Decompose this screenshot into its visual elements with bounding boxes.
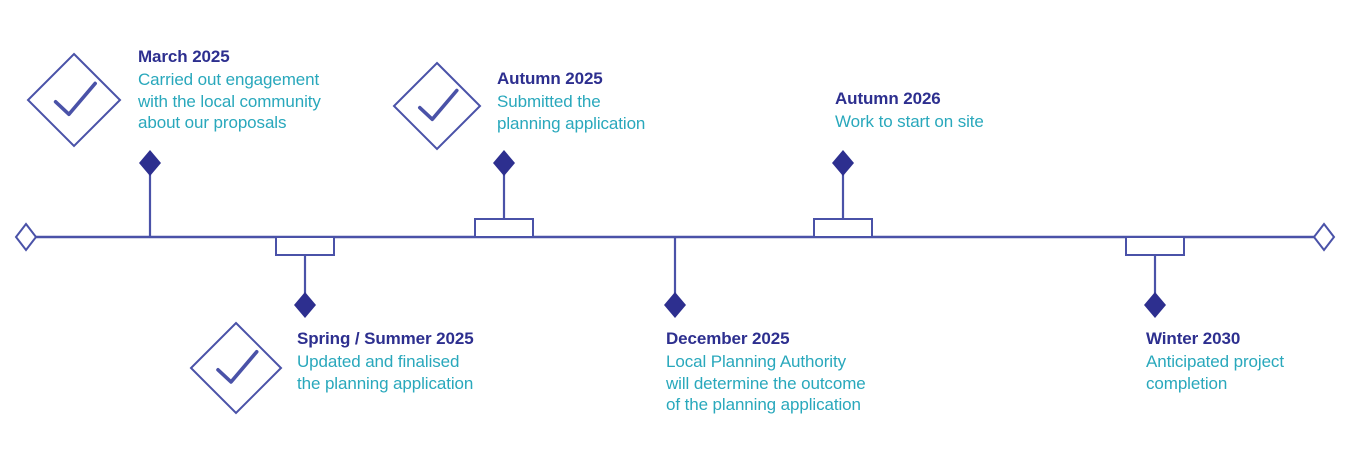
milestone-diamond-icon-autumn-2025 <box>493 150 515 176</box>
milestone-marker-group-spring-summer-2025 <box>189 236 335 415</box>
milestone-description-line: Carried out engagement <box>138 69 320 89</box>
milestone-title-autumn-2026: Autumn 2026 <box>835 89 941 108</box>
completed-badge-outline-march-2025 <box>26 52 122 148</box>
milestone-diamond-icon-winter-2030 <box>1144 292 1166 318</box>
milestone-marker-group-december-2025 <box>664 237 686 318</box>
milestone-description-line: Work to start on site <box>835 111 984 131</box>
milestone-description-line: with the local community <box>138 91 321 111</box>
milestone-tab-winter-2030 <box>1125 236 1185 256</box>
milestone-description-line: Updated and finalised <box>297 351 460 371</box>
milestone-marker-group-autumn-2026 <box>813 150 873 238</box>
milestone-description-line: of the planning application <box>666 395 861 415</box>
milestone-description-autumn-2026: Work to start on site <box>835 111 984 133</box>
milestone-description-line: Anticipated project <box>1146 351 1284 371</box>
milestone-marker-group-march-2025 <box>26 52 161 237</box>
milestone-diamond-icon-december-2025 <box>664 292 686 318</box>
milestone-title-winter-2030: Winter 2030 <box>1146 329 1241 348</box>
milestone-title-march-2025: March 2025 <box>138 47 230 66</box>
milestone-description-line: the planning application <box>297 373 474 393</box>
milestone-marker-group-winter-2030 <box>1125 236 1185 318</box>
milestone-diamond-icon-spring-summer-2025 <box>294 292 316 318</box>
milestone-description-line: will determine the outcome <box>666 373 866 393</box>
milestone-tab-autumn-2025 <box>474 218 534 238</box>
milestone-marker-group-autumn-2025 <box>392 61 534 238</box>
check-icon-march-2025 <box>53 81 97 117</box>
milestone-description-line: about our proposals <box>138 113 287 133</box>
completed-badge-outline-autumn-2025 <box>392 61 482 151</box>
milestone-title-december-2025: December 2025 <box>666 329 790 348</box>
timeline-start-cap-icon <box>14 222 38 252</box>
completed-badge-outline-spring-summer-2025 <box>189 321 283 415</box>
milestone-title-spring-summer-2025: Spring / Summer 2025 <box>297 329 474 348</box>
milestone-tab-autumn-2026 <box>813 218 873 238</box>
check-icon-spring-summer-2025 <box>216 350 259 384</box>
milestone-description-line: completion <box>1146 373 1228 393</box>
milestone-diamond-icon-march-2025 <box>139 150 161 176</box>
milestone-title-autumn-2025: Autumn 2025 <box>497 69 603 88</box>
timeline-end-cap-icon <box>1312 222 1336 252</box>
check-icon-autumn-2025 <box>418 88 459 122</box>
milestone-description-line: planning application <box>497 113 646 133</box>
milestone-tab-spring-summer-2025 <box>275 236 335 256</box>
milestone-diamond-icon-autumn-2026 <box>832 150 854 176</box>
milestone-description-line: Local Planning Authority <box>666 351 847 371</box>
milestone-description-line: Submitted the <box>497 91 601 111</box>
